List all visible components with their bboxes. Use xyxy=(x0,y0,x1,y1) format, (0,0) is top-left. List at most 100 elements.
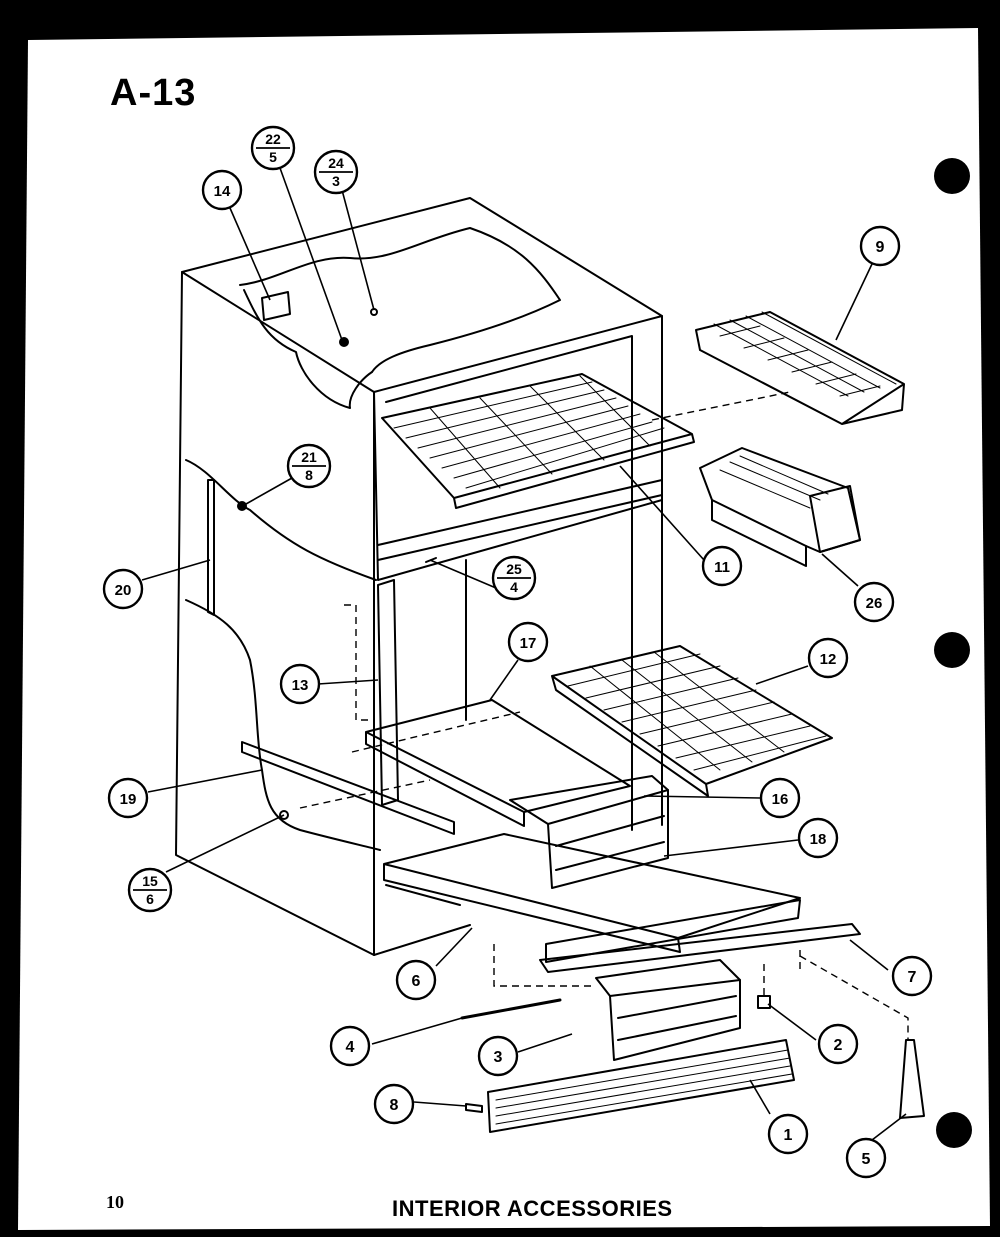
callout-6: 6 xyxy=(395,959,437,1001)
svg-text:20: 20 xyxy=(115,582,132,599)
callout-16: 16 xyxy=(759,777,801,819)
ice-maker-26-mold xyxy=(719,455,829,509)
svg-text:11: 11 xyxy=(714,559,730,576)
split-callout-22-5: 22 5 xyxy=(250,125,296,171)
split-callout-24-3: 24 3 xyxy=(313,149,359,195)
leader-12 xyxy=(755,665,809,685)
binder-hole-top xyxy=(934,158,970,194)
svg-text:6: 6 xyxy=(146,891,154,907)
leader-3 xyxy=(517,1033,573,1053)
part-14-bracket xyxy=(261,291,291,321)
svg-text:8: 8 xyxy=(390,1097,399,1114)
callout-4: 4 xyxy=(329,1025,371,1067)
callout-9: 9 xyxy=(859,225,901,267)
shelf-6-frame xyxy=(545,899,801,963)
svg-text:6: 6 xyxy=(412,973,421,990)
section-title: INTERIOR ACCESSORIES xyxy=(392,1196,673,1221)
svg-text:14: 14 xyxy=(214,183,231,200)
callout-17: 17 xyxy=(507,621,549,663)
crisper-cover-17 xyxy=(365,699,631,827)
svg-text:1: 1 xyxy=(784,1127,793,1144)
insulation-cutaway-side xyxy=(243,289,373,409)
binder-hole-middle xyxy=(934,632,970,668)
svg-text:2: 2 xyxy=(834,1037,843,1054)
svg-text:25: 25 xyxy=(506,561,522,577)
svg-text:19: 19 xyxy=(120,791,137,808)
callout-18: 18 xyxy=(797,817,839,859)
toe-grille-1 xyxy=(487,1039,795,1133)
leader-5 xyxy=(871,1113,907,1141)
svg-text:3: 3 xyxy=(332,173,340,189)
svg-text:12: 12 xyxy=(820,651,837,668)
part-21-plug xyxy=(237,501,247,511)
leader-1 xyxy=(749,1079,771,1115)
guide-rail-13 xyxy=(344,604,370,721)
callout-11: 11 xyxy=(701,545,743,587)
guide-drawer-3 xyxy=(493,944,596,987)
callout-5: 5 xyxy=(845,1137,887,1179)
svg-text:8: 8 xyxy=(305,467,313,483)
ice-tray-9 xyxy=(695,311,905,425)
leader-25 xyxy=(429,559,497,589)
leader-15 xyxy=(165,814,285,873)
callout-3: 3 xyxy=(477,1035,519,1077)
insulation-cutaway-mid xyxy=(185,459,377,581)
svg-text:4: 4 xyxy=(346,1039,355,1056)
svg-text:15: 15 xyxy=(142,873,158,889)
svg-text:7: 7 xyxy=(908,969,917,986)
leader-19 xyxy=(147,769,263,793)
split-callout-15-6: 15 6 xyxy=(127,867,173,913)
toe-grille-1-slots xyxy=(495,1049,793,1125)
guide-leg-5 xyxy=(763,955,909,1040)
callout-12: 12 xyxy=(807,637,849,679)
part-8-screw xyxy=(465,1103,483,1113)
leveling-leg-5 xyxy=(899,1039,925,1119)
guide-shelf-17 xyxy=(351,711,521,753)
svg-text:4: 4 xyxy=(510,579,518,595)
leader-13 xyxy=(317,679,379,685)
svg-text:21: 21 xyxy=(301,449,317,465)
callout-19: 19 xyxy=(107,777,149,819)
ice-maker-26-body xyxy=(711,485,861,567)
callout-2: 2 xyxy=(817,1023,859,1065)
svg-text:22: 22 xyxy=(265,131,281,147)
svg-text:5: 5 xyxy=(269,149,277,165)
glass-shelf-6 xyxy=(383,833,801,953)
side-rail-20 xyxy=(207,479,215,616)
paper-sheet xyxy=(18,28,990,1230)
wire-shelf-12-wires xyxy=(567,651,827,771)
freezer-shelf-11-wires xyxy=(393,375,665,489)
page-title: A-13 xyxy=(110,72,197,114)
freezer-shelf-11 xyxy=(381,373,695,509)
callout-26: 26 xyxy=(853,581,895,623)
leader-9 xyxy=(835,263,873,341)
insulation-cutaway-top xyxy=(239,227,561,373)
leader-7 xyxy=(849,939,889,971)
svg-text:16: 16 xyxy=(772,791,789,808)
leader-21 xyxy=(245,477,293,505)
split-callout-21-8: 21 8 xyxy=(286,443,332,489)
leader-20 xyxy=(141,559,211,581)
leader-22 xyxy=(279,167,343,341)
wire-shelf-12 xyxy=(551,645,833,797)
leader-4 xyxy=(371,1017,463,1045)
callout-14: 14 xyxy=(201,169,243,211)
svg-text:5: 5 xyxy=(862,1151,871,1168)
leader-18 xyxy=(663,839,799,857)
binder-hole-bottom xyxy=(936,1112,972,1148)
side-rail-19 xyxy=(241,741,455,835)
leader-17 xyxy=(489,659,519,701)
leader-8 xyxy=(413,1101,467,1107)
part-2-clip xyxy=(757,995,771,1009)
svg-text:24: 24 xyxy=(328,155,344,171)
svg-text:9: 9 xyxy=(876,239,885,256)
ice-tray-9-cells xyxy=(713,311,897,397)
svg-text:13: 13 xyxy=(292,677,309,694)
leader-6 xyxy=(435,927,473,967)
leader-14 xyxy=(229,207,271,301)
split-callout-25-4: 25 4 xyxy=(491,555,537,601)
part-15-plug xyxy=(279,810,289,820)
leader-11 xyxy=(619,465,705,561)
